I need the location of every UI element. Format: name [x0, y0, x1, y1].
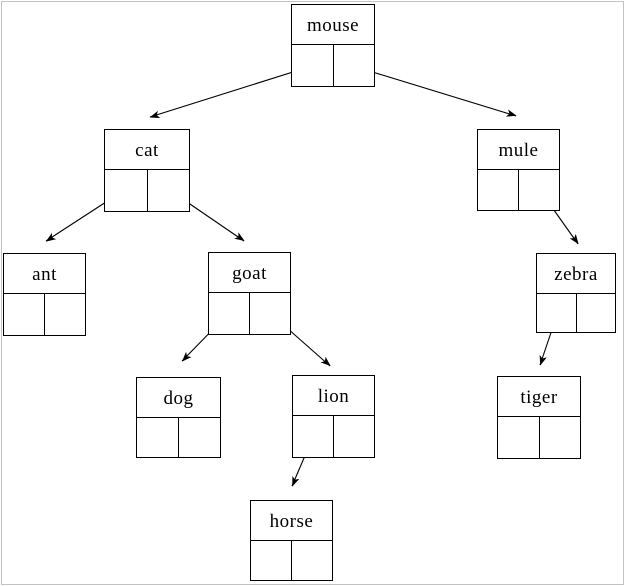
pointer-cells: [251, 541, 332, 580]
pointer-cells: [292, 45, 374, 86]
node-label-lion: lion: [293, 376, 374, 416]
right-pointer-cell: [334, 416, 374, 457]
right-pointer-cell: [519, 170, 559, 210]
pointer-cells: [293, 416, 374, 457]
left-pointer-cell: [105, 170, 148, 211]
left-pointer-cell: [251, 541, 292, 580]
right-pointer-cell: [292, 541, 332, 580]
edge-mouse-left-to-cat: [149, 65, 313, 118]
right-pointer-cell: [577, 294, 616, 332]
tree-node-dog: dog: [136, 377, 221, 458]
left-pointer-cell: [4, 294, 45, 335]
right-pointer-cell: [45, 294, 85, 335]
pointer-cells: [478, 170, 559, 210]
left-pointer-cell: [537, 294, 577, 332]
left-pointer-cell: [292, 45, 334, 86]
left-pointer-cell: [137, 418, 179, 457]
node-label-dog: dog: [137, 378, 220, 418]
right-pointer-cell: [148, 170, 190, 211]
node-label-zebra: zebra: [537, 254, 615, 294]
pointer-cells: [498, 417, 580, 458]
tree-node-zebra: zebra: [536, 253, 616, 333]
tree-node-lion: lion: [292, 375, 375, 458]
pointer-cells: [4, 294, 85, 335]
right-pointer-cell: [334, 45, 375, 86]
tree-node-ant: ant: [3, 253, 86, 336]
tree-node-mule: mule: [477, 129, 560, 211]
left-pointer-cell: [209, 293, 250, 334]
pointer-cells: [105, 170, 189, 211]
node-label-goat: goat: [209, 253, 290, 293]
pointer-cells: [537, 294, 615, 332]
pointer-cells: [137, 418, 220, 457]
node-label-cat: cat: [105, 130, 189, 170]
tree-node-goat: goat: [208, 252, 291, 335]
tree-node-mouse: mouse: [291, 4, 375, 87]
tree-node-tiger: tiger: [497, 376, 581, 459]
node-label-horse: horse: [251, 501, 332, 541]
right-pointer-cell: [540, 417, 581, 458]
right-pointer-cell: [179, 418, 220, 457]
left-pointer-cell: [478, 170, 519, 210]
tree-node-cat: cat: [104, 129, 190, 212]
node-label-ant: ant: [4, 254, 85, 294]
tree-node-horse: horse: [250, 500, 333, 581]
pointer-cells: [209, 293, 290, 334]
node-label-mouse: mouse: [292, 5, 374, 45]
left-pointer-cell: [498, 417, 540, 458]
edge-mouse-right-to-mule: [352, 65, 517, 117]
node-label-tiger: tiger: [498, 377, 580, 417]
left-pointer-cell: [293, 416, 334, 457]
right-pointer-cell: [250, 293, 290, 334]
node-label-mule: mule: [478, 130, 559, 170]
